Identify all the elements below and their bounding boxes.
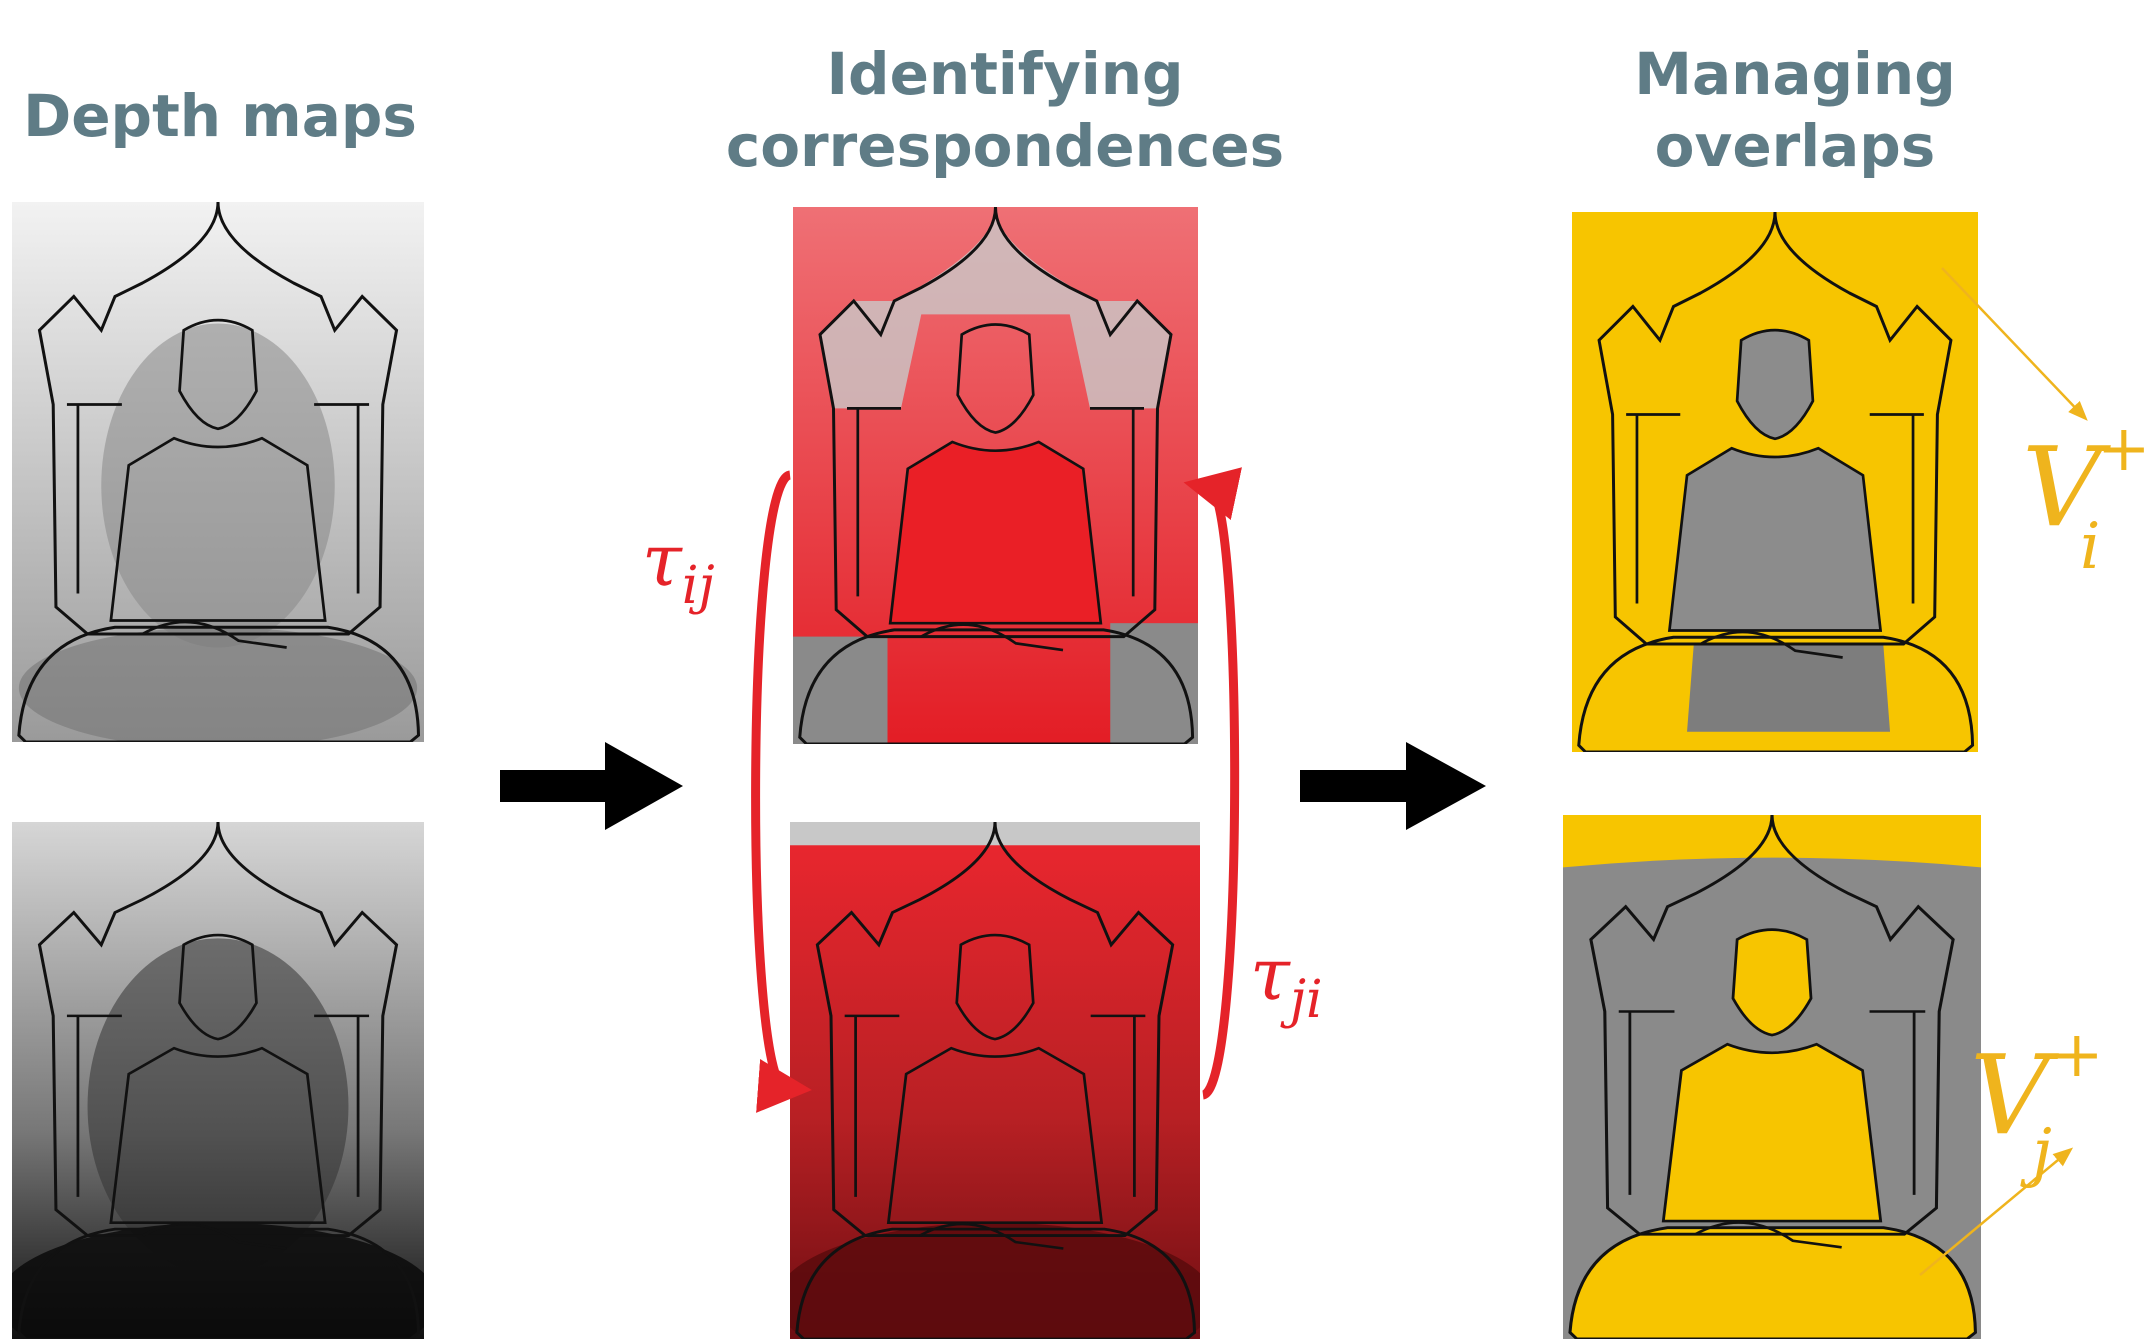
correspondence-map-i	[793, 207, 1198, 744]
tau-ji-base: τ	[1250, 932, 1290, 1016]
overlap-map-i	[1572, 212, 1978, 752]
tau-ji-arrow	[1183, 467, 1243, 1100]
v-i-pointer	[1941, 267, 2088, 421]
tau-ij-label: τij	[642, 518, 715, 616]
heading-line-1: Managing	[1634, 40, 1956, 108]
process-arrow-1	[500, 742, 683, 830]
heading-depth-maps-text: Depth maps	[23, 82, 417, 150]
heading-managing-overlaps: Managing overlaps	[1555, 38, 2035, 182]
v-i-sub: i	[2080, 510, 2101, 584]
heading-line-2: correspondences	[725, 112, 1285, 180]
v-j-sup: +	[2050, 1018, 2104, 1092]
tau-ij-arrow	[751, 470, 812, 1113]
v-i-label: V + i	[2022, 412, 2150, 584]
heading-line-2: overlaps	[1654, 112, 1936, 180]
v-j-pointer	[1919, 1147, 2074, 1276]
v-i-sup: +	[2097, 412, 2150, 486]
heading-identifying-correspondences: Identifying correspondences	[700, 38, 1310, 182]
v-j-base: V	[1970, 1031, 2050, 1159]
tau-ji-sub: ji	[1289, 970, 1323, 1030]
tau-ij-sub: ij	[681, 556, 715, 616]
heading-depth-maps: Depth maps	[0, 80, 440, 152]
heading-line-1: Identifying	[826, 40, 1184, 108]
depth-map-j	[12, 822, 424, 1339]
v-i-base: V	[2022, 423, 2102, 551]
v-j-label: V + j	[1970, 1018, 2130, 1190]
depth-map-i	[12, 202, 424, 742]
correspondence-map-j	[790, 822, 1200, 1339]
overlap-map-j	[1563, 815, 1981, 1339]
tau-ij-base: τ	[642, 518, 682, 602]
process-arrow-2	[1300, 742, 1486, 830]
v-j-sub: j	[2032, 1116, 2052, 1190]
tau-ji-label: τji	[1250, 932, 1323, 1030]
